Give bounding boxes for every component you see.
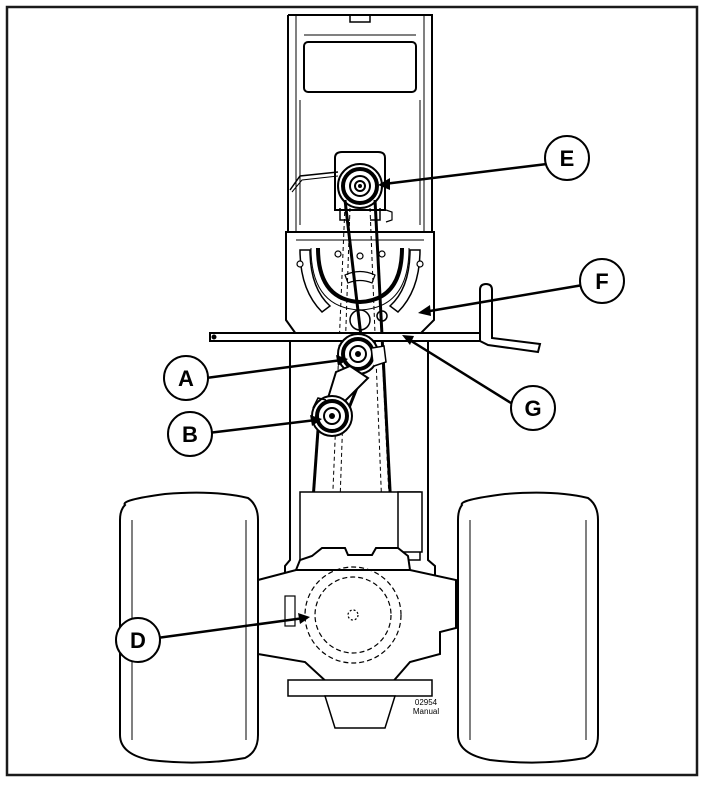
callout-d-label: D	[130, 628, 146, 653]
pulley-e	[337, 163, 383, 209]
callout-g: G	[510, 385, 556, 431]
pulley-a	[337, 333, 387, 375]
pulley-d	[304, 566, 402, 664]
transmission	[257, 491, 457, 729]
callout-f-label: F	[595, 269, 608, 294]
callout-a: A	[163, 355, 209, 401]
mid-plate	[285, 231, 435, 335]
callout-b: B	[167, 411, 213, 457]
pulley-b	[311, 395, 353, 437]
leader-lines	[156, 162, 584, 640]
arrowheads	[298, 178, 431, 624]
callout-b-label: B	[182, 422, 198, 447]
left-wheel	[119, 491, 259, 764]
right-wheel	[457, 491, 599, 764]
callout-a-label: A	[178, 366, 194, 391]
callout-e-label: E	[560, 146, 575, 171]
callout-d: D	[115, 617, 161, 663]
callout-e: E	[544, 135, 590, 181]
reference-word: Manual	[413, 707, 439, 716]
callout-f: F	[579, 258, 625, 304]
callout-g-label: G	[524, 396, 541, 421]
reference-number: 02954	[415, 698, 438, 707]
idler-arm	[326, 364, 370, 406]
